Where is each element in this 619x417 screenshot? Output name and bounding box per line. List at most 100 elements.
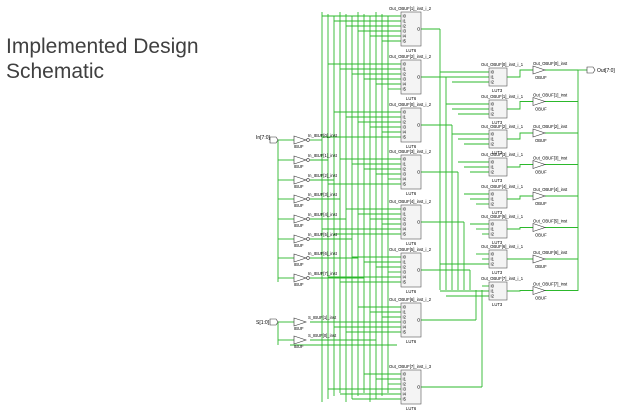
sel-ibuf-name: S_IBUF[0]_inst — [308, 333, 337, 338]
buffer-triangle-icon — [293, 194, 307, 204]
lut6-type: LUT6 — [406, 48, 417, 53]
lut3-name: Out_OBUF[7]_inst_i_1 — [481, 276, 524, 281]
pin-label: I1 — [491, 75, 495, 80]
lut3-name: Out_OBUF[2]_inst_i_1 — [481, 124, 524, 129]
pin-label: I5 — [403, 397, 407, 402]
lut6-body — [400, 11, 422, 47]
pin-label: I3 — [403, 270, 407, 275]
lut3-body — [488, 157, 508, 177]
obuf-name: Out_OBUF[6]_inst — [533, 250, 568, 255]
buffer-triangle-icon — [293, 234, 307, 244]
obuf-name: Out_OBUF[0]_inst — [533, 61, 568, 66]
lut3-body — [488, 67, 508, 87]
pin-label: I0 — [491, 284, 495, 289]
buffer-triangle-icon — [293, 253, 307, 263]
lut6-type: LUT6 — [406, 339, 417, 344]
ibuf-type: IBUF — [294, 164, 304, 169]
lut3-name: Out_OBUF[4]_inst_i_1 — [481, 184, 524, 189]
pin-label: I2 — [491, 262, 495, 267]
buffer-pin-icon — [306, 178, 310, 182]
lut3-type: LUT3 — [492, 88, 503, 93]
port-in-label: In[7:0] — [256, 135, 271, 141]
obuf-type: OBUF — [535, 264, 547, 269]
lut6-body — [400, 302, 422, 338]
buffer-triangle-icon — [293, 317, 307, 327]
pin-label: O — [417, 123, 421, 128]
buffer-pin-icon — [306, 138, 310, 142]
pin-label: I0 — [403, 372, 407, 377]
lut3-body — [488, 281, 508, 301]
sel-ibuf-type: IBUF — [294, 326, 304, 331]
pin-label: I2 — [491, 112, 495, 117]
buffer-triangle-icon — [532, 128, 546, 138]
obuf-name: Out_OBUF[5]_inst — [533, 219, 568, 224]
ibuf-name: In_IBUF[6]_inst — [308, 251, 338, 256]
buffer-triangle-icon — [293, 214, 307, 224]
lut6-name: Out_OBUF[0]_inst_i_2 — [389, 102, 432, 107]
lut3-name: Out_OBUF[0]_inst_i_1 — [481, 62, 524, 67]
lut6-name: Out_OBUF[6]_inst_i_2 — [389, 297, 432, 302]
pin-label: I3 — [403, 77, 407, 82]
pin-label: I2 — [403, 72, 407, 77]
lut3-name: Out_OBUF[5]_inst_i_1 — [481, 214, 524, 219]
lut6-name: Out_OBUF[2]_inst_i_2 — [389, 54, 432, 59]
ibuf-name: In_IBUF[3]_inst — [308, 192, 338, 197]
pin-label: I0 — [491, 252, 495, 257]
ibuf-name: In_IBUF[5]_inst — [308, 232, 338, 237]
slide-title-line-1: Implemented Design — [6, 35, 199, 58]
buffer-triangle-icon — [532, 191, 546, 201]
pin-label: I0 — [491, 160, 495, 165]
pin-label: I4 — [403, 325, 407, 330]
pin-label: I1 — [403, 310, 407, 315]
lut3-name: Out_OBUF[3]_inst_i_1 — [481, 152, 524, 157]
pin-label: I0 — [403, 62, 407, 67]
ibuf-type: IBUF — [294, 262, 304, 267]
pin-label: I2 — [403, 382, 407, 387]
pin-label: I2 — [403, 315, 407, 320]
buffer-triangle-icon — [293, 135, 307, 145]
pin-label: I1 — [491, 197, 495, 202]
lut3-body — [488, 219, 508, 239]
buffer-pin-icon — [306, 197, 310, 201]
pin-label: O — [417, 220, 421, 225]
port-out-label: Out[7:0] — [597, 68, 615, 74]
lut6-body — [400, 252, 422, 288]
pin-label: I0 — [491, 222, 495, 227]
obuf-type: OBUF — [535, 296, 547, 301]
